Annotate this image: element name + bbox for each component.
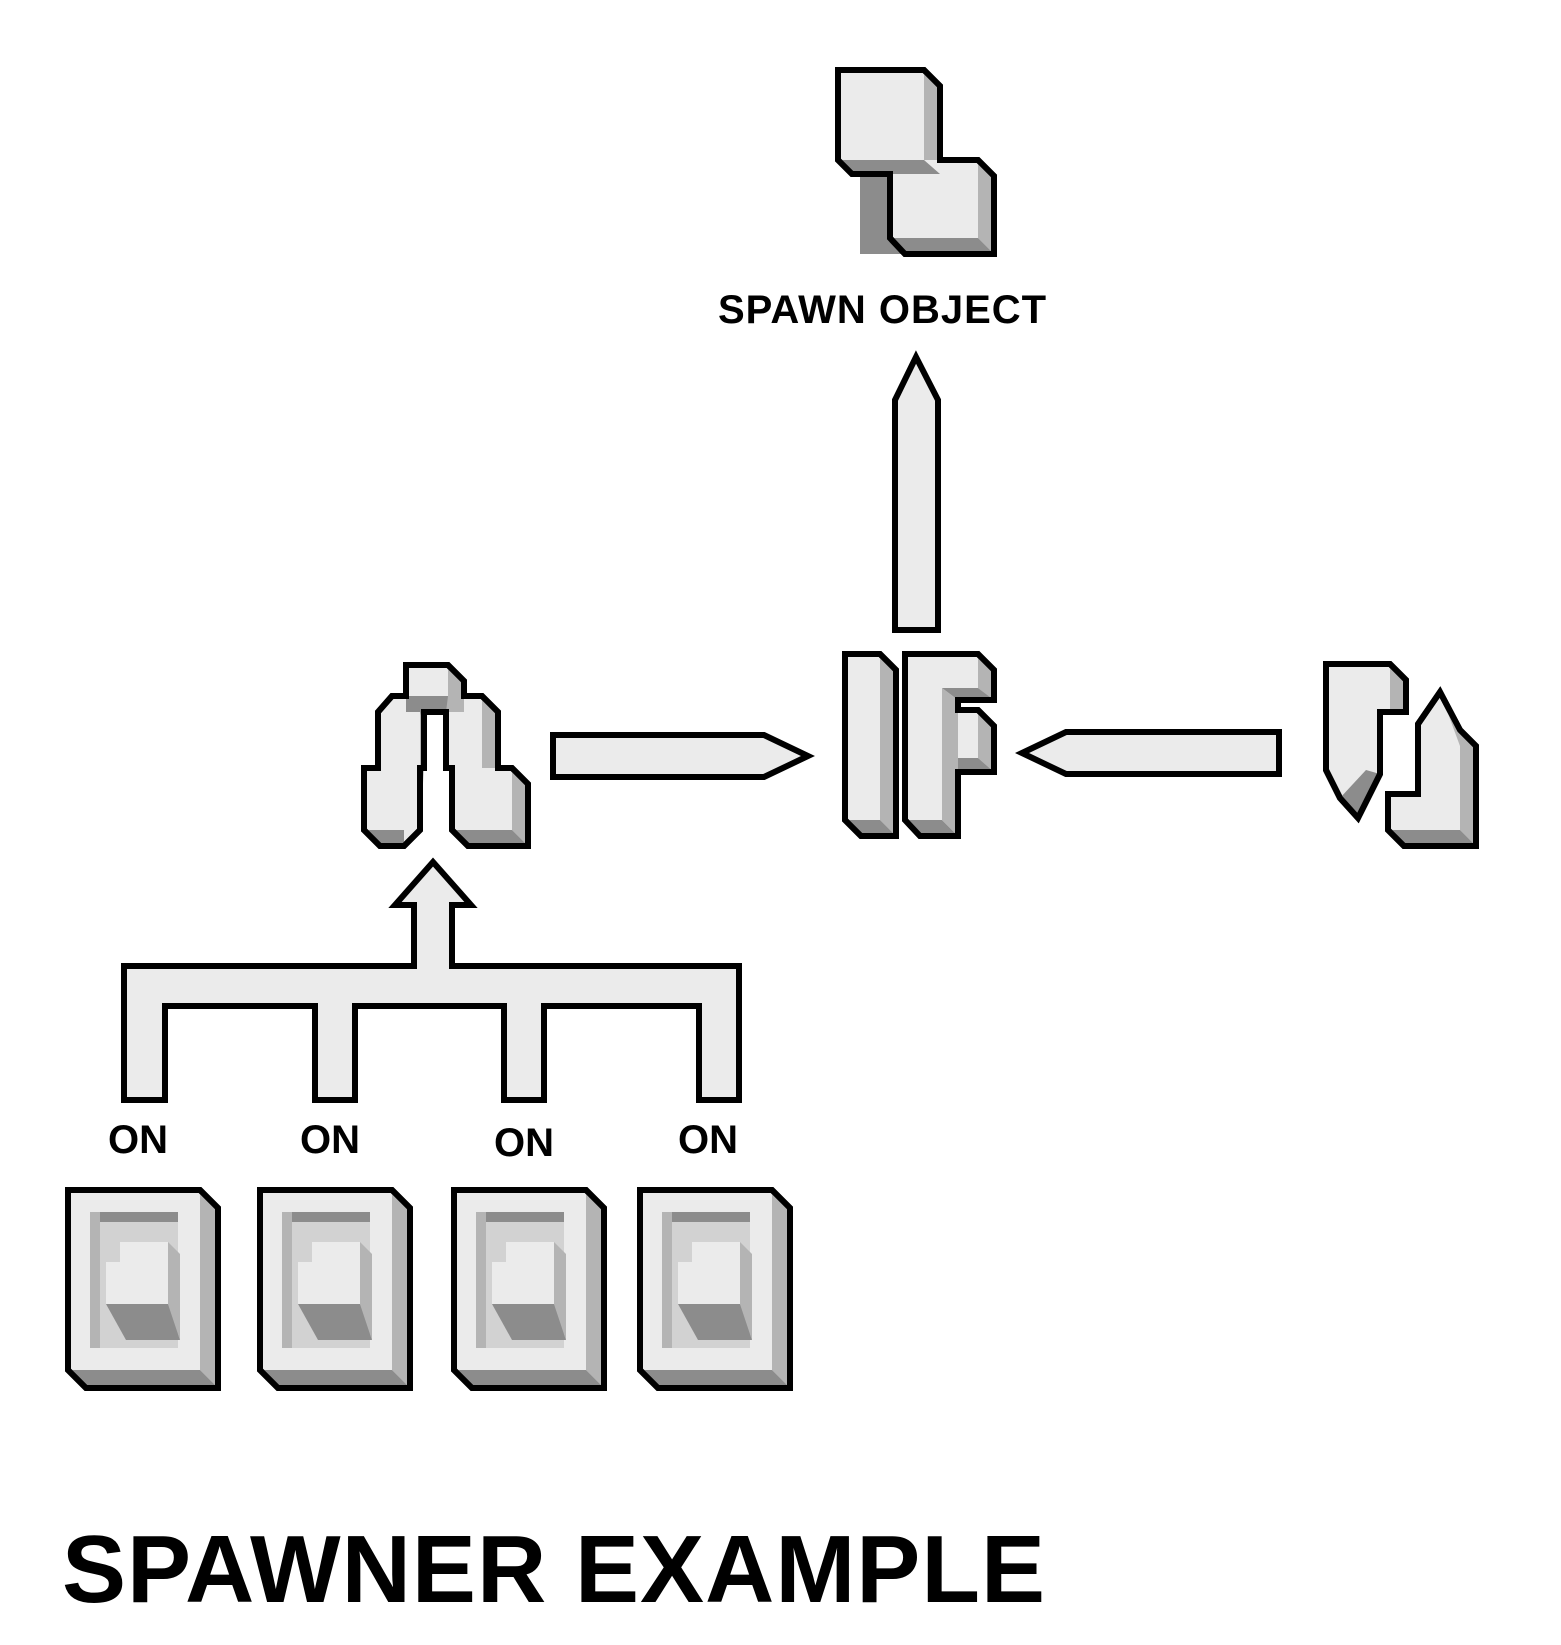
arrow-timer-to-if (1015, 729, 1282, 777)
switch-icon (257, 1187, 413, 1391)
timer-icon (1323, 661, 1479, 849)
switch-3-on-label: ON (494, 1121, 554, 1165)
spawn-object-icon (835, 67, 997, 257)
arrow-if-to-spawn (892, 350, 941, 633)
switch-icon (637, 1187, 793, 1391)
switch-2-on-label: ON (300, 1118, 360, 1162)
bracket-connector (121, 857, 742, 1103)
switch-icon (65, 1187, 221, 1391)
arrow-and-to-if (550, 732, 815, 780)
switch-group (65, 1187, 793, 1391)
diagram-title: SPAWNER EXAMPLE (62, 1516, 1046, 1623)
switch-icon (451, 1187, 607, 1391)
spawn-object-label: SPAWN OBJECT (718, 288, 1048, 332)
switch-1-on-label: ON (108, 1118, 168, 1162)
if-gate-icon (842, 651, 997, 839)
and-gate-icon (361, 662, 531, 849)
switch-4-on-label: ON (678, 1118, 738, 1162)
